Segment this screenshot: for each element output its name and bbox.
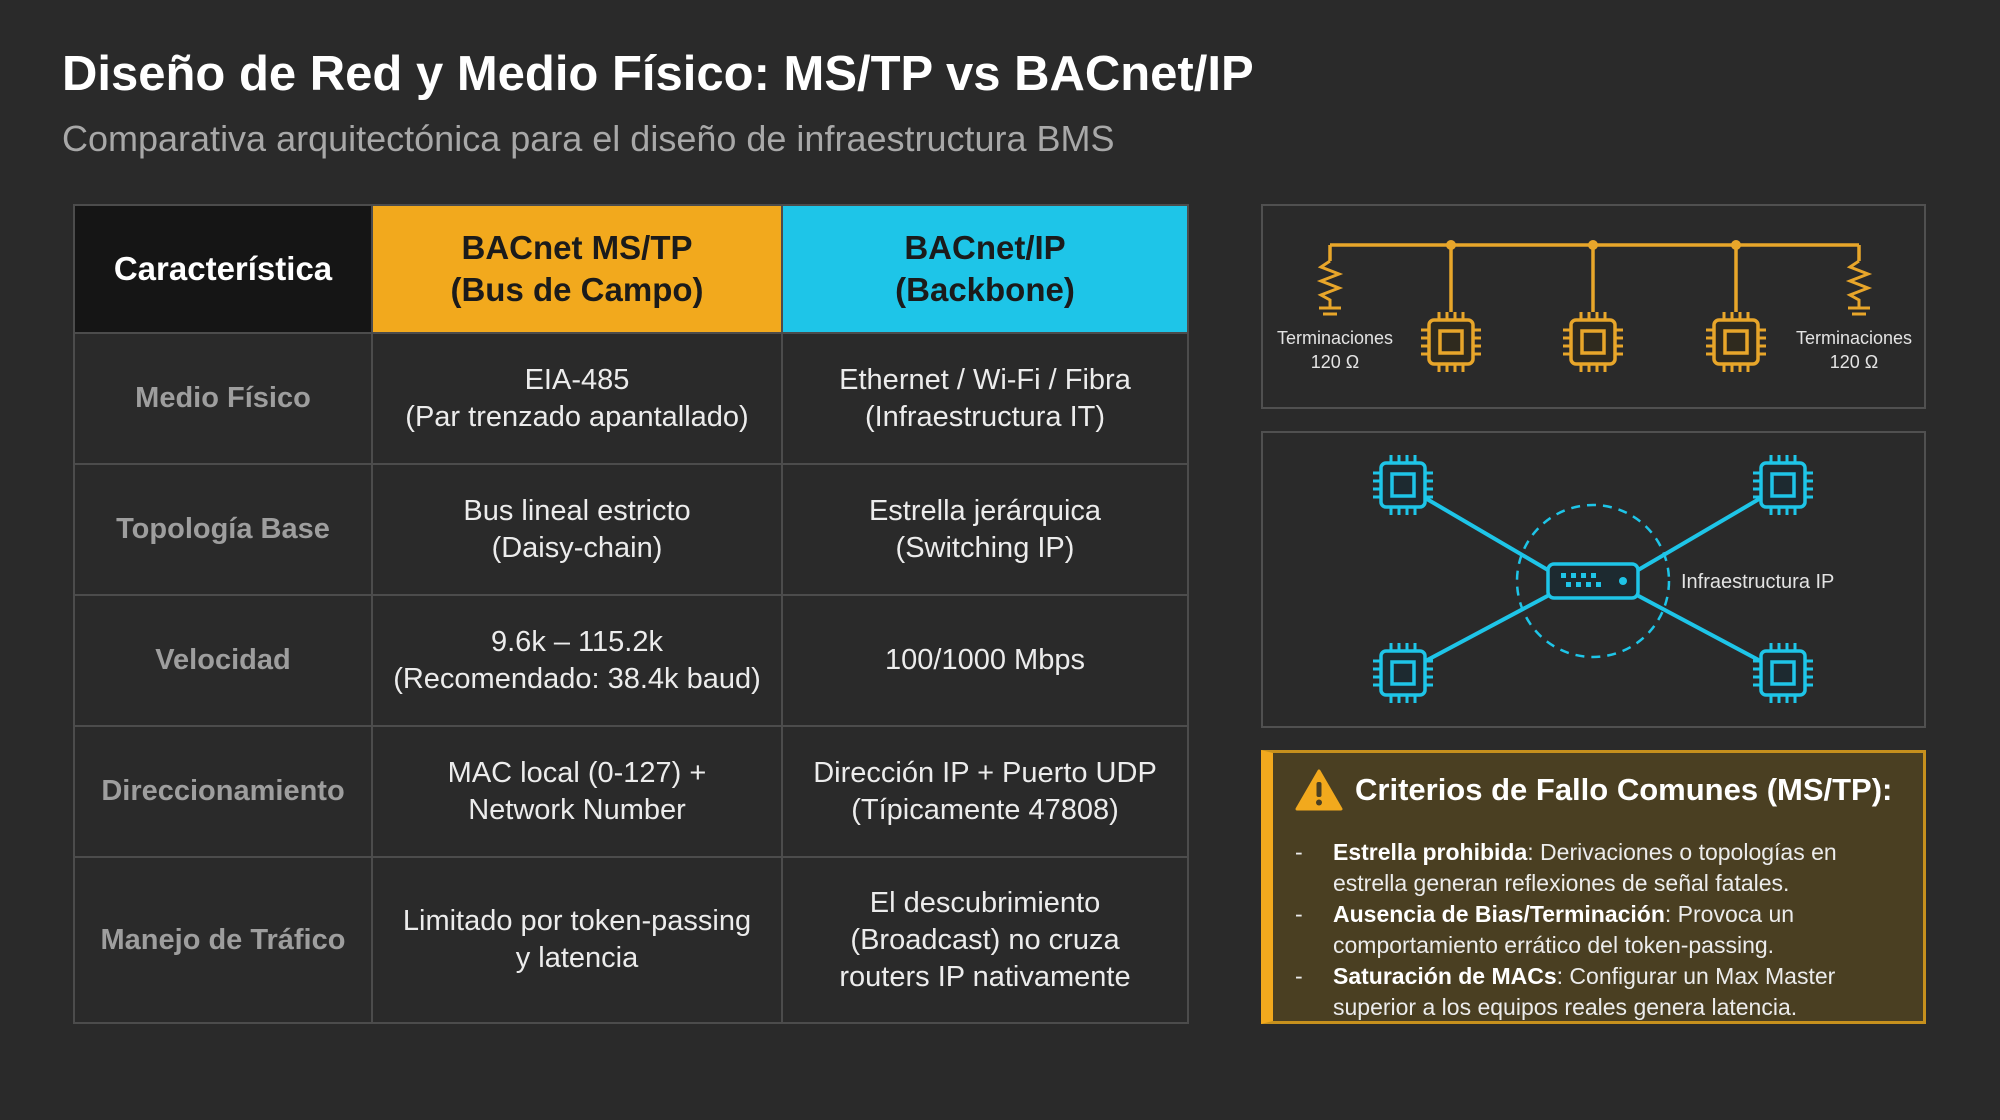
criterion-name: Estrella prohibida [1333,839,1528,865]
cell-mstp: 9.6k – 115.2k (Recomendado: 38.4k baud) [371,594,783,727]
termination-label-right: Terminaciones [1796,328,1912,348]
cell-ip: Dirección IP + Puerto UDP (Típicamente 4… [781,725,1189,858]
cell-line: (Broadcast) no cruza [850,923,1120,956]
column-header-line: Característica [113,250,333,287]
switch-icon [1546,562,1640,600]
cell-ip: Estrella jerárquica (Switching IP) [781,463,1189,596]
bus-topology-diagram: Terminaciones 120 Ω Terminaciones 120 Ω [1277,240,1912,372]
cell-mstp: MAC local (0-127) + Network Number [371,725,783,858]
table-header-row: Característica BACnet MS/TP (Bus de Camp… [73,204,1189,334]
chip-icon [1373,455,1433,515]
warning-triangle-icon [1295,769,1343,811]
cell-line: MAC local (0-127) + [447,756,707,789]
list-item: -Saturación de MACs: Configurar un Max M… [1295,963,1836,1020]
star-topology-diagram: Infraestructura IP [1373,455,1834,703]
chip-icon [1563,312,1623,372]
cell-line: (Recomendado: 38.4k baud) [393,662,761,695]
chip-icon [1706,312,1766,372]
row-label: Direccionamiento [73,725,373,858]
resistor-icon [1316,259,1344,316]
comparison-table: Característica BACnet MS/TP (Bus de Camp… [73,204,1189,1024]
cell-mstp: Limitado por token-passing y latencia [371,856,783,1024]
cell-line: Ethernet / Wi-Fi / Fibra [839,363,1131,396]
page-title: Diseño de Red y Medio Físico: MS/TP vs B… [62,47,1254,101]
page-subtitle: Comparativa arquitectónica para el diseñ… [62,118,1115,159]
cell-line: Estrella jerárquica [868,494,1102,527]
column-header-mstp: BACnet MS/TP (Bus de Campo) [371,204,783,334]
table-row: Medio Físico EIA-485 (Par trenzado apant… [73,332,1189,465]
list-item: -Ausencia de Bias/Terminación: Provoca u… [1295,901,1795,958]
cell-line: routers IP nativamente [839,960,1131,993]
failure-criteria-callout: Criterios de Fallo Comunes (MS/TP): -Est… [1261,750,1926,1024]
list-item: -Estrella prohibida: Derivaciones o topo… [1295,839,1837,896]
table-row: Topología Base Bus lineal estricto (Dais… [73,463,1189,596]
criterion-name: Ausencia de Bias/Terminación [1333,901,1665,927]
table-row: Velocidad 9.6k – 115.2k (Recomendado: 38… [73,594,1189,727]
termination-value-left: 120 Ω [1311,352,1360,372]
cell-ip: Ethernet / Wi-Fi / Fibra (Infraestructur… [781,332,1189,465]
chip-icon [1421,312,1481,372]
row-label: Medio Físico [73,332,373,465]
callout-header: Criterios de Fallo Comunes (MS/TP): [1295,769,1892,811]
resistor-icon [1845,259,1873,316]
row-label: Topología Base [73,463,373,596]
chip-icon [1373,643,1433,703]
bus-topology-panel: Terminaciones 120 Ω Terminaciones 120 Ω [1261,204,1926,409]
star-topology-panel: Infraestructura IP [1261,431,1926,728]
cell-line: (Infraestructura IT) [864,400,1106,433]
cell-line: El descubrimiento [869,886,1101,919]
cell-line: 9.6k – 115.2k [491,625,663,658]
criterion-text: : Derivaciones o topologías en estrella … [1333,839,1837,896]
cell-line: Dirección IP + Puerto UDP [813,756,1157,789]
ip-infrastructure-label: Infraestructura IP [1681,571,1834,593]
cell-line: EIA-485 [524,363,630,396]
cell-line: y latencia [515,942,639,974]
callout-title: Criterios de Fallo Comunes (MS/TP): [1355,772,1893,807]
cell-line: Bus lineal estricto [463,494,691,527]
column-header-line: (Backbone) [895,271,1075,308]
cell-line: 100/1000 Mbps [885,644,1085,676]
table-row: Direccionamiento MAC local (0-127) + Net… [73,725,1189,858]
cell-line: (Daisy-chain) [491,531,663,564]
cell-mstp: Bus lineal estricto (Daisy-chain) [371,463,783,596]
column-header-line: BACnet/IP [904,229,1066,266]
table-row: Manejo de Tráfico Limitado por token-pas… [73,856,1189,1024]
column-header-line: (Bus de Campo) [450,271,704,308]
termination-label-left: Terminaciones [1277,328,1393,348]
criterion-text: : Provoca un comportamiento errático del… [1333,901,1795,958]
column-header-feature: Característica [73,204,373,334]
row-label: Velocidad [73,594,373,727]
criterion-name: Saturación de MACs [1333,963,1557,989]
failure-criteria-list: -Estrella prohibida: Derivaciones o topo… [1295,837,1895,1023]
cell-mstp: EIA-485 (Par trenzado apantallado) [371,332,783,465]
column-header-line: BACnet MS/TP [461,229,693,266]
chip-icon [1753,643,1813,703]
cell-line: (Switching IP) [895,531,1075,564]
column-header-ip: BACnet/IP (Backbone) [781,204,1189,334]
criterion-text: : Configurar un Max Master superior a lo… [1333,963,1836,1020]
cell-line: Network Number [468,793,686,826]
cell-line: (Típicamente 47808) [851,793,1119,826]
cell-ip: El descubrimiento (Broadcast) no cruza r… [781,856,1189,1024]
termination-value-right: 120 Ω [1830,352,1879,372]
cell-line: Limitado por token-passing [402,905,752,937]
chip-icon [1753,455,1813,515]
cell-ip: 100/1000 Mbps [781,594,1189,727]
cell-line: (Par trenzado apantallado) [405,400,749,433]
row-label: Manejo de Tráfico [73,856,373,1024]
